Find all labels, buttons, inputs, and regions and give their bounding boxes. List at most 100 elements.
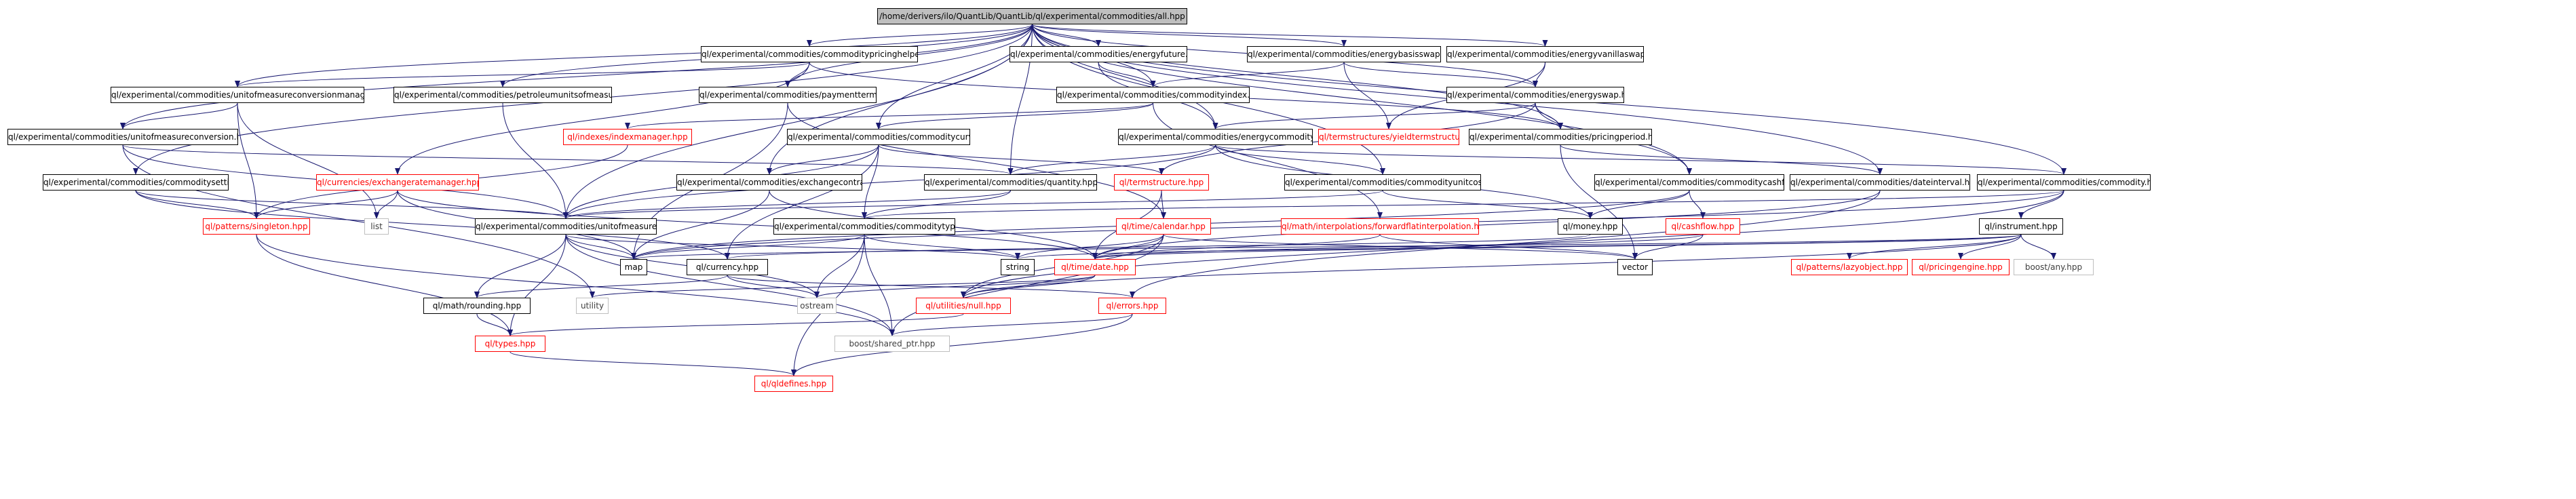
node-pricingengine[interactable]: ql/pricingengine.hpp — [1912, 259, 2010, 275]
edge-exchangeratemanager-to-list — [374, 190, 398, 219]
node-utility[interactable]: utility — [576, 298, 609, 314]
dependency-edges — [120, 24, 2066, 376]
node-calendar[interactable]: ql/time/calendar.hpp — [1116, 218, 1211, 235]
node-unitofmeasure[interactable]: ql/experimental/commodities/unitofmeasur… — [475, 218, 657, 235]
node-commoditypricinghelpers[interactable]: ql/experimental/commodities/commoditypri… — [701, 46, 918, 62]
edge-rounding-to-types — [476, 313, 513, 336]
node-lazyobject[interactable]: ql/patterns/lazyobject.hpp — [1791, 259, 1908, 275]
edge-root-to-energycommodity — [1032, 24, 1218, 129]
edge-energyswap-to-energycommodity — [1212, 102, 1536, 129]
edge-errors-to-qldefines — [791, 313, 1133, 376]
node-quantity[interactable]: ql/experimental/commodities/quantity.hpp — [924, 174, 1097, 191]
edge-commoditytype-to-ostream — [814, 234, 865, 298]
edge-quantity-to-uom — [563, 190, 1011, 219]
node-energyswap[interactable]: ql/experimental/commodities/energyswap.h… — [1446, 87, 1624, 103]
node-commodity[interactable]: ql/experimental/commodities/commodity.hp… — [1977, 174, 2151, 191]
node-unitofmeasureconversion[interactable]: ql/experimental/commodities/unitofmeasur… — [7, 129, 238, 145]
node-ostream[interactable]: ostream — [797, 298, 837, 314]
node-commodityunitcost[interactable]: ql/experimental/commodities/commodityuni… — [1284, 174, 1481, 191]
node-errors[interactable]: ql/errors.hpp — [1098, 298, 1166, 314]
edge-date-to-ostream — [814, 275, 1096, 298]
edge-commoditytype-to-string — [864, 234, 1020, 260]
edge-money-to-currency — [725, 234, 1591, 260]
edge-uom-to-map — [565, 234, 636, 260]
node-commoditysettings[interactable]: ql/experimental/commodities/commodityset… — [43, 174, 229, 191]
edge-currency-to-ostream — [727, 275, 820, 298]
node-energybasisswap[interactable]: ql/experimental/commodities/energybasiss… — [1247, 46, 1441, 62]
node-shared-ptr[interactable]: boost/shared_ptr.hpp — [834, 336, 950, 352]
edge-commodityindex-to-indexmanager — [625, 102, 1153, 129]
edge-currency-to-rounding — [474, 275, 728, 298]
node-money[interactable]: ql/money.hpp — [1558, 218, 1623, 235]
edge-energycommodity-to-uom — [563, 144, 1216, 219]
edge-uom-to-rounding — [474, 234, 566, 298]
node-petroleumunitsofmeasure[interactable]: ql/experimental/commodities/petroleumuni… — [393, 87, 612, 103]
node-list[interactable]: list — [364, 218, 389, 235]
edge-commodity-to-instrument — [2018, 190, 2064, 219]
edge-energybasisswap-to-commodityindex — [1150, 62, 1345, 87]
edge-commoditycurve-to-commoditytype — [862, 144, 879, 219]
edge-root-to-uom — [563, 24, 1033, 219]
edge-qlcashflow-to-vector — [1632, 234, 1704, 260]
node-null[interactable]: ql/utilities/null.hpp — [916, 298, 1011, 314]
edge-uom-to-sharedptr — [565, 234, 895, 336]
node-forwardflatinterpolation[interactable]: ql/math/interpolations/forwardflatinterp… — [1281, 218, 1479, 235]
edge-uomconvmgr-to-uomconv — [120, 102, 238, 129]
node-cashflow[interactable]: ql/cashflow.hpp — [1666, 218, 1740, 235]
edge-energybasisswap-to-yieldtermstructure — [1343, 62, 1391, 129]
node-singleton[interactable]: ql/patterns/singleton.hpp — [203, 218, 310, 235]
edge-instrument-to-date — [1092, 234, 2022, 260]
node-instrument[interactable]: ql/instrument.hpp — [1979, 218, 2063, 235]
node-date[interactable]: ql/time/date.hpp — [1054, 259, 1136, 275]
node-pricingperiod[interactable]: ql/experimental/commodities/pricingperio… — [1469, 129, 1652, 145]
node-boost-any[interactable]: boost/any.hpp — [2014, 259, 2094, 275]
node-yieldtermstructure[interactable]: ql/termstructures/yieldtermstructure.hpp — [1318, 129, 1459, 145]
node-unitofmeasureconversionmanager[interactable]: ql/experimental/commodities/unitofmeasur… — [111, 87, 364, 103]
node-vector[interactable]: vector — [1617, 259, 1653, 275]
edge-commodityindex-to-forwardflat — [1153, 102, 1383, 219]
edge-pricinghelpers-to-uomconvmgr — [235, 62, 810, 87]
node-energyvanillaswap[interactable]: ql/experimental/commodities/energyvanill… — [1446, 46, 1644, 62]
node-rounding[interactable]: ql/math/rounding.hpp — [423, 298, 531, 314]
edge-date-to-null — [961, 275, 1096, 298]
node-types[interactable]: ql/types.hpp — [475, 336, 545, 352]
edge-commoditysettings-to-uom — [135, 190, 569, 219]
edge-exchangeratemanager-to-date — [397, 190, 1098, 260]
edge-singleton-to-sharedptr — [256, 234, 895, 336]
edge-commodityindex-to-commoditycurve — [876, 102, 1153, 129]
edge-petroleum-to-uom — [502, 102, 569, 219]
node-commoditytype[interactable]: ql/experimental/commodities/commoditytyp… — [773, 218, 955, 235]
edge-date-to-utility — [590, 275, 1096, 298]
node-termstructure[interactable]: ql/termstructure.hpp — [1114, 174, 1209, 191]
node-commodityindex[interactable]: ql/experimental/commodities/commodityind… — [1056, 87, 1250, 103]
edge-root-to-energyvanillaswap — [1032, 24, 1548, 47]
edge-instrument-to-pricingengine — [1958, 234, 2022, 260]
node-commoditycashflow[interactable]: ql/experimental/commodities/commoditycas… — [1594, 174, 1784, 191]
edge-energybasisswap-to-energyswap — [1343, 62, 1538, 87]
edge-instrument-to-lazyobject — [1847, 234, 2022, 260]
node-exchangecontract[interactable]: ql/experimental/commodities/exchangecont… — [676, 174, 862, 191]
node-all-hpp[interactable]: /home/derivers/ilo/QuantLib/QuantLib/ql/… — [877, 8, 1187, 24]
node-exchangeratemanager[interactable]: ql/currencies/exchangeratemanager.hpp — [316, 174, 479, 191]
edge-energycommodity-to-unitcost — [1215, 144, 1385, 175]
edge-commoditycurve-to-termstructure — [878, 144, 1164, 175]
node-paymentterm[interactable]: ql/experimental/commodities/paymentterm.… — [699, 87, 877, 103]
node-qldefines[interactable]: ql/qldefines.hpp — [754, 376, 833, 392]
node-dateinterval[interactable]: ql/experimental/commodities/dateinterval… — [1790, 174, 1970, 191]
node-energycommodity[interactable]: ql/experimental/commodities/energycommod… — [1118, 129, 1313, 145]
node-commoditycurve[interactable]: ql/experimental/commodities/commoditycur… — [787, 129, 970, 145]
node-currency[interactable]: ql/currency.hpp — [687, 259, 768, 275]
edge-uomconv-to-quantity — [122, 144, 1013, 175]
edge-qlcashflow-to-date — [1092, 234, 1704, 260]
edge-root-to-uomconv — [120, 24, 1033, 129]
edge-root-to-pricingperiod — [1032, 24, 1563, 129]
node-map[interactable]: map — [620, 259, 647, 275]
node-indexmanager[interactable]: ql/indexes/indexmanager.hpp — [563, 129, 692, 145]
node-string[interactable]: string — [1001, 259, 1035, 275]
edge-commoditysettings-to-singleton — [135, 190, 259, 219]
edge-forwardflat-to-date — [1092, 234, 1381, 260]
node-energyfuture[interactable]: ql/experimental/commodities/energyfuture… — [1010, 46, 1187, 62]
edge-uomconvmgr-to-singleton — [237, 102, 259, 219]
edge-exchangecontract-to-map — [631, 190, 770, 260]
